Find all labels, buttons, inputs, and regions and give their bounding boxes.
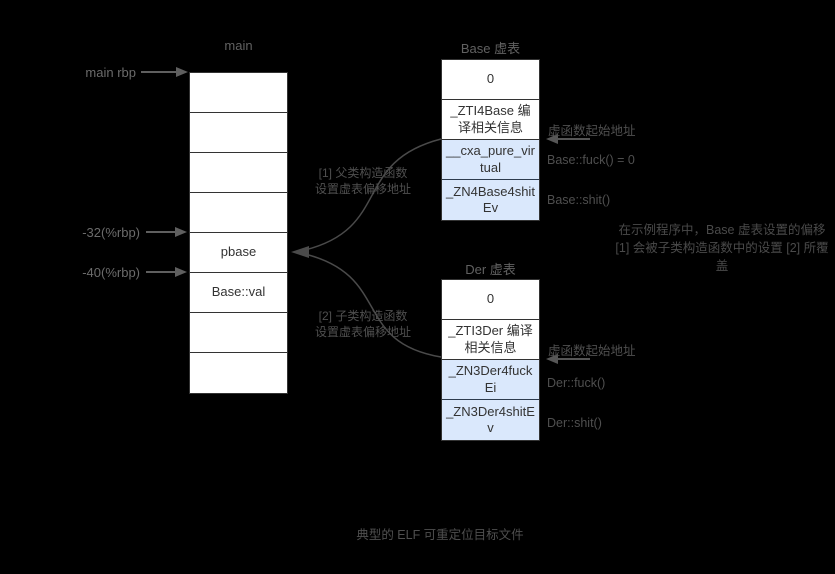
pbase-to-base-vtable-curve	[304, 138, 442, 251]
override-note: 在示例程序中，Base 虚表设置的偏移[1] 会被子类构造函数中的设置 [2] …	[615, 223, 829, 273]
pbase-to-der-vtable-curve	[304, 253, 442, 358]
edge1-line2: 设置虚表偏移地址	[314, 182, 411, 196]
base-vfunc-start-label: 虚函数起始地址	[548, 124, 636, 138]
der-vtable: 0 _ZTI3Der 编译相关信息 _ZN3Der4fuckEi _ZN3Der…	[441, 279, 540, 441]
base-vtable-row-0: 0	[442, 60, 539, 100]
der-fuck-label: Der::fuck()	[547, 376, 606, 390]
stack-cell-7	[190, 353, 287, 393]
stack-cell-6	[190, 313, 287, 353]
stack-cell-base-val: Base::val	[190, 273, 287, 313]
base-vfunc-start-arrow	[546, 134, 590, 144]
der-vtable-title: Der 虚表	[465, 262, 516, 277]
der-shit-label: Der::shit()	[547, 416, 602, 430]
stack-cell-1	[190, 113, 287, 153]
stack-title: main	[224, 38, 253, 53]
rbp-40-arrow	[146, 267, 187, 277]
stack-cell-3	[190, 193, 287, 233]
stack-cell-2	[190, 153, 287, 193]
figure-caption: 典型的 ELF 可重定位目标文件	[356, 528, 524, 542]
base-vtable-title: Base 虚表	[460, 41, 521, 56]
base-vtable: 0 _ZTI4Base 编译相关信息 __cxa_pure_virtual _Z…	[441, 59, 540, 221]
base-shit-label: Base::shit()	[547, 193, 611, 207]
der-vtable-row-fuck: _ZN3Der4fuckEi	[442, 360, 539, 400]
edge2-line2: 设置虚表偏移地址	[314, 325, 411, 339]
der-vfunc-start-label: 虚函数起始地址	[548, 344, 636, 358]
stack-cell-0	[190, 73, 287, 113]
base-vtable-row-fuck: __cxa_pure_virtual	[442, 140, 539, 180]
edge2-line1: [2] 子类构造函数	[318, 309, 408, 323]
pbase-arrowhead	[291, 246, 309, 258]
edge1-label: [1] 父类构造函数 设置虚表偏移地址	[303, 165, 423, 197]
main-rbp-arrow	[141, 67, 188, 77]
stack-cell-pbase: pbase	[190, 233, 287, 273]
rbp-32-arrow	[146, 227, 187, 237]
edge2-label: [2] 子类构造函数 设置虚表偏移地址	[303, 308, 423, 340]
main-stack: pbase Base::val	[189, 72, 288, 394]
rbp-40-label: -40(%rbp)	[82, 265, 140, 280]
rbp-32-label: -32(%rbp)	[82, 225, 140, 240]
base-fuck-label: Base::fuck() = 0	[547, 153, 635, 167]
base-vtable-row-rtti: _ZTI4Base 编译相关信息	[442, 100, 539, 140]
der-vtable-row-shit: _ZN3Der4shitEv	[442, 400, 539, 440]
main-rbp-label: main rbp	[85, 65, 136, 80]
edge1-line1: [1] 父类构造函数	[318, 166, 408, 180]
der-vfunc-start-arrow	[546, 354, 590, 364]
der-vtable-row-0: 0	[442, 280, 539, 320]
base-vtable-row-shit: _ZN4Base4shitEv	[442, 180, 539, 220]
der-vtable-row-rtti: _ZTI3Der 编译相关信息	[442, 320, 539, 360]
